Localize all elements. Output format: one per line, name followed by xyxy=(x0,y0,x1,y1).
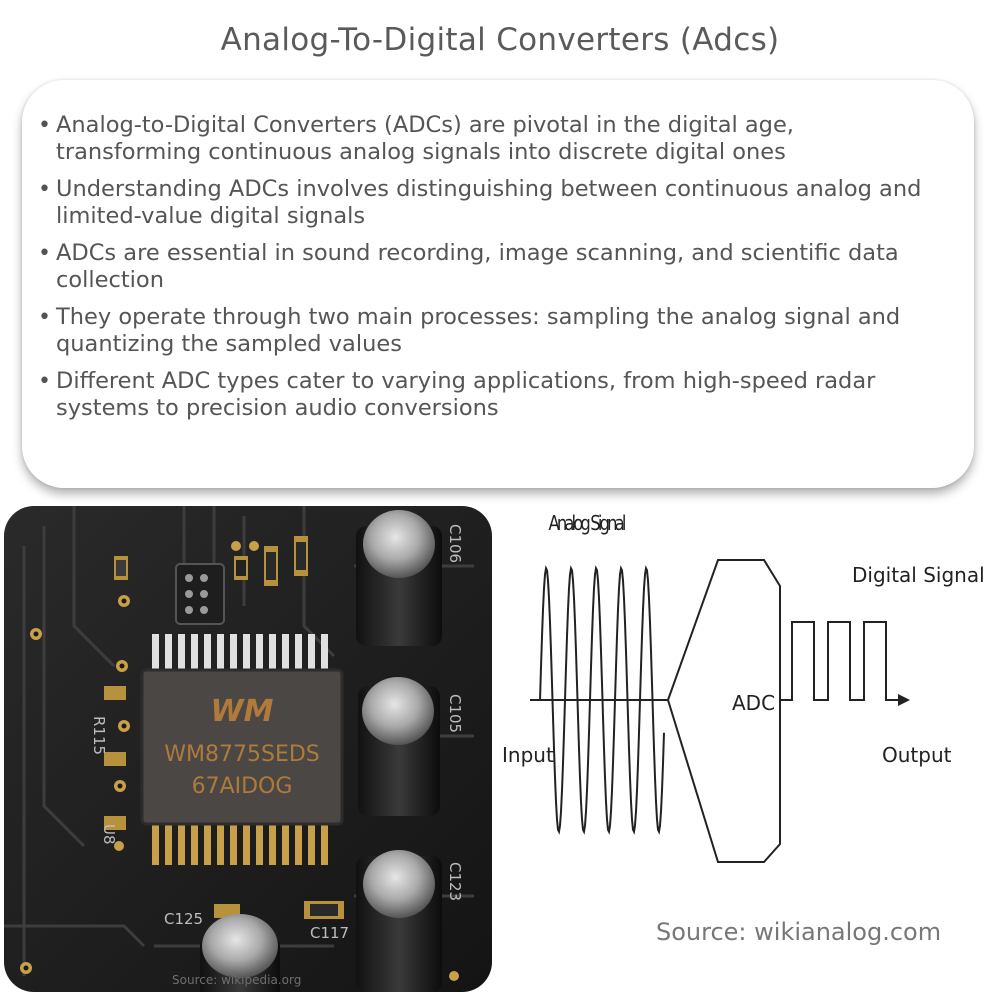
bullet-item: •They operate through two main processes… xyxy=(34,304,944,358)
bullet-dot-icon: • xyxy=(38,369,51,394)
page-title: Analog-To-Digital Converters (Adcs) xyxy=(220,22,780,58)
digital-signal-label: Digital Signal xyxy=(852,563,985,587)
chip-pins-bottom xyxy=(152,821,328,865)
output-arrow-icon xyxy=(898,694,910,706)
capacitor-bottom xyxy=(356,850,442,992)
bullet-text: ADCs are essential in sound recording, i… xyxy=(56,240,899,293)
photo-source-credit: Source: wikipedia.org xyxy=(172,973,301,987)
silk-label: C106 xyxy=(446,524,464,563)
output-label: Output xyxy=(882,743,952,767)
adc-diagram: Analog Signal Digital Signal ADC Input O… xyxy=(496,500,996,990)
silk-label: C123 xyxy=(446,862,464,901)
silk-label: R115 xyxy=(90,716,108,755)
bullet-dot-icon: • xyxy=(38,241,51,266)
bullet-item: •Analog-to-Digital Converters (ADCs) are… xyxy=(34,112,944,166)
chip-part-number: WM8775SEDS xyxy=(164,742,320,767)
chip-pins-top xyxy=(152,634,328,672)
input-label: Input xyxy=(502,743,554,767)
adc-label: ADC xyxy=(732,691,775,715)
via-holes xyxy=(23,598,127,971)
diagram-source-credit: Source: wikianalog.com xyxy=(656,918,941,946)
circuit-board-photo: WM WM8775SEDS 67AIDOG C106 C105 C123 R11… xyxy=(4,506,492,992)
analog-signal-label: Analog Signal xyxy=(548,513,626,536)
circuit-board-image: WM WM8775SEDS 67AIDOG C106 C105 C123 R11… xyxy=(4,506,492,992)
bullet-item: •Understanding ADCs involves distinguish… xyxy=(34,176,944,230)
adc-diagram-svg: Analog Signal Digital Signal ADC Input O… xyxy=(502,513,985,946)
analog-sine-wave xyxy=(539,565,665,835)
silkscreen-labels: C106 C105 C123 R115 U8 C125 C117 xyxy=(90,524,464,942)
chip-brand-logo: WM xyxy=(211,694,274,729)
adc-block xyxy=(666,559,781,863)
silk-label: C125 xyxy=(164,910,203,928)
silk-label: C117 xyxy=(310,924,349,942)
capacitor-middle xyxy=(358,677,440,816)
bullet-text: They operate through two main processes:… xyxy=(56,304,901,357)
bullet-dot-icon: • xyxy=(38,177,51,202)
digital-square-wave xyxy=(780,621,898,701)
capacitor-corner xyxy=(200,914,280,992)
bullet-text: Understanding ADCs involves distinguishi… xyxy=(56,176,922,229)
bullet-text: Different ADC types cater to varying app… xyxy=(56,368,876,421)
chip-lot-code: 67AIDOG xyxy=(192,774,293,799)
capacitor-top xyxy=(356,510,442,646)
silk-label: C105 xyxy=(446,694,464,733)
bullet-dot-icon: • xyxy=(38,305,51,330)
silk-label: U8 xyxy=(100,824,118,845)
adc-chip xyxy=(142,670,342,824)
bullet-item: •ADCs are essential in sound recording, … xyxy=(34,240,944,294)
bullet-list: •Analog-to-Digital Converters (ADCs) are… xyxy=(34,112,944,422)
bullet-dot-icon: • xyxy=(38,113,51,138)
bullet-text: Analog-to-Digital Converters (ADCs) are … xyxy=(56,112,794,165)
bullet-item: •Different ADC types cater to varying ap… xyxy=(34,368,944,422)
summary-card: •Analog-to-Digital Converters (ADCs) are… xyxy=(22,80,974,488)
